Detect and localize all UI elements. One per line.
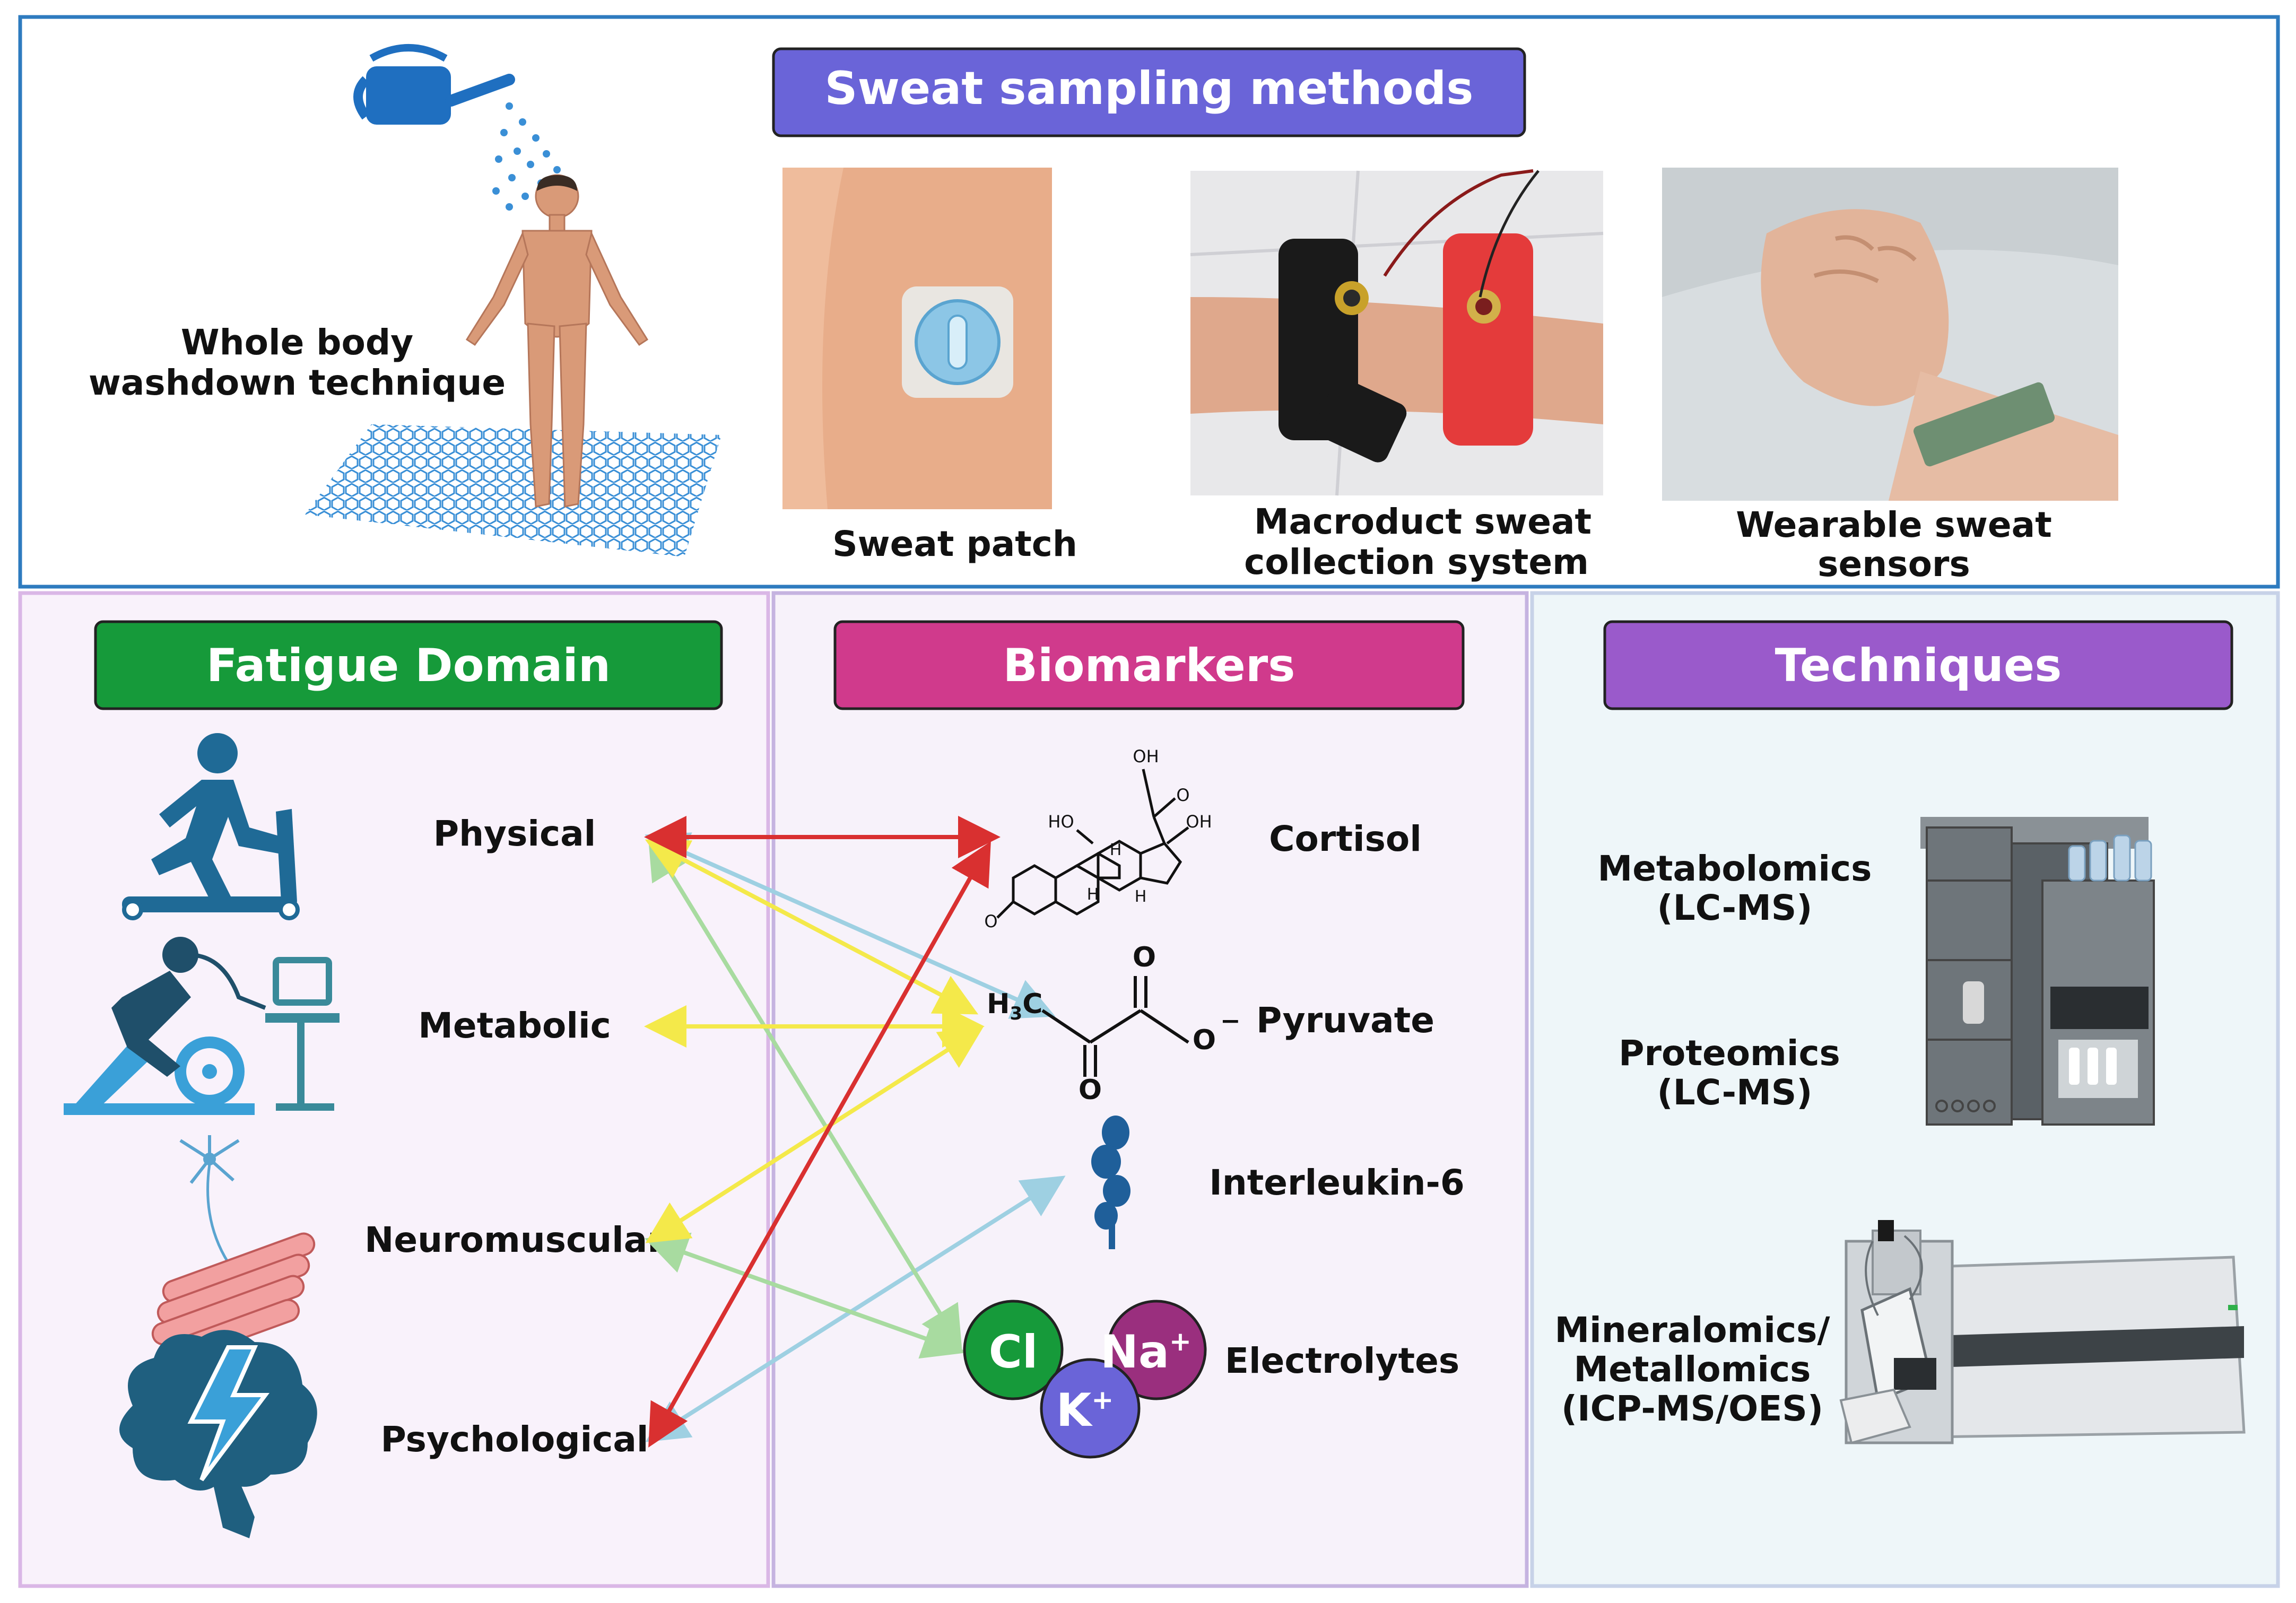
cortisol-h1: H: [1110, 841, 1122, 859]
technique-proteomics-line2: (LC-MS): [1657, 1072, 1813, 1113]
ion-na-label: Na+: [1100, 1326, 1192, 1379]
washdown-mesh: [305, 424, 721, 557]
method-wearable-line2: sensors: [1817, 544, 1970, 585]
sampling-header: [772, 47, 1526, 137]
pyruvate-o-top: O: [1133, 942, 1156, 973]
techniques-title: Techniques: [1775, 639, 2062, 692]
fist: [1761, 209, 1949, 406]
brain-lightning-icon: [119, 1330, 317, 1538]
biomarker-cortisol: Cortisol: [1269, 818, 1422, 859]
connection-arrows: [644, 816, 1066, 1448]
cortisol-o-ketone: O: [1176, 785, 1189, 805]
cortisol-oh-top: OH: [1133, 746, 1159, 766]
cortisol-oh-right: OH: [1186, 812, 1212, 832]
technique-proteomics-line1: Proteomics: [1619, 1033, 1840, 1074]
technique-mineralomics-line2: Metallomics: [1574, 1349, 1811, 1390]
fatigue-physical: Physical: [433, 813, 596, 854]
pyruvate-structure: [1041, 976, 1189, 1077]
method-washdown-line1: Whole body: [181, 322, 413, 363]
sodium-ion: [1106, 1300, 1207, 1400]
interleukin-protein-icon: [1091, 1116, 1130, 1249]
ion-k-label: K+: [1056, 1384, 1114, 1437]
technique-metabolomics-line2: (LC-MS): [1657, 887, 1813, 928]
fatigue-metabolic: Metabolic: [418, 1005, 611, 1046]
fatigue-title: Fatigue Domain: [206, 639, 611, 692]
fatigue-header: [94, 620, 723, 710]
techniques-header: [1603, 620, 2233, 710]
method-macroduct-line1: Macroduct sweat: [1254, 501, 1591, 542]
pyruvate-minus-sign: −: [1220, 1006, 1241, 1035]
method-macroduct-line2: collection system: [1244, 542, 1589, 582]
biomarkers-header: [833, 620, 1465, 710]
human-figure-icon: [465, 174, 649, 508]
potassium-ion: [1040, 1358, 1141, 1459]
electrolyte-ions: [963, 1300, 1207, 1459]
biomarker-electrolytes: Electrolytes: [1225, 1340, 1459, 1381]
fatigue-psychological: Psychological: [380, 1419, 648, 1460]
biomarker-pyruvate: Pyruvate: [1256, 1000, 1434, 1041]
method-washdown-line2: washdown technique: [89, 362, 506, 403]
technique-metabolomics-line1: Metabolomics: [1598, 848, 1872, 889]
sweat-patch-photo: Sweat patch: [782, 168, 1077, 564]
cortisol-o: O: [984, 911, 997, 931]
method-wearable-line1: Wearable sweat: [1736, 504, 2052, 545]
treadmill-runner-icon: [122, 733, 300, 920]
cortisol-h2: H: [1087, 885, 1099, 904]
fatigue-neuromuscular: Neuromuscular: [364, 1219, 665, 1260]
biomarker-interleukin: Interleukin-6: [1209, 1162, 1465, 1203]
cortisol-h3: H: [1135, 887, 1147, 906]
ion-cl-label: Cl: [989, 1326, 1038, 1379]
red-strap: [1443, 233, 1533, 446]
stationary-bike-icon: [64, 937, 340, 1115]
technique-mineralomics-line3: (ICP-MS/OES): [1561, 1388, 1823, 1429]
cortisol-structure: [996, 769, 1189, 919]
sensor-band: [1913, 382, 2055, 467]
method-sweat-patch: Sweat patch: [832, 524, 1077, 564]
pyruvate-o-bottom: O: [1079, 1074, 1102, 1106]
cortisol-ho: HO: [1048, 812, 1074, 832]
arrow-psychological-cortisol: [648, 841, 991, 1448]
sampling-panel: Sweat sampling methods: [18, 15, 2280, 589]
wearable-photo: Wearable sweat sensors: [1662, 168, 2118, 585]
icp-ms-instrument-icon: [1839, 1220, 2246, 1444]
macroduct-photo: Macroduct sweat collection system: [1190, 169, 1604, 582]
watering-can-icon: [353, 44, 515, 125]
biomarkers-title: Biomarkers: [1003, 639, 1295, 692]
technique-mineralomics-line1: Mineralomics/: [1554, 1310, 1830, 1351]
washdown-illustration: Whole body washdown technique: [89, 44, 721, 557]
sampling-title: Sweat sampling methods: [825, 62, 1474, 115]
chloride-ion: [963, 1300, 1064, 1400]
pyruvate-ch3: H3C: [987, 988, 1042, 1024]
lc-ms-instrument-icon: [1920, 817, 2155, 1126]
pyruvate-o-minus: O: [1193, 1024, 1216, 1056]
